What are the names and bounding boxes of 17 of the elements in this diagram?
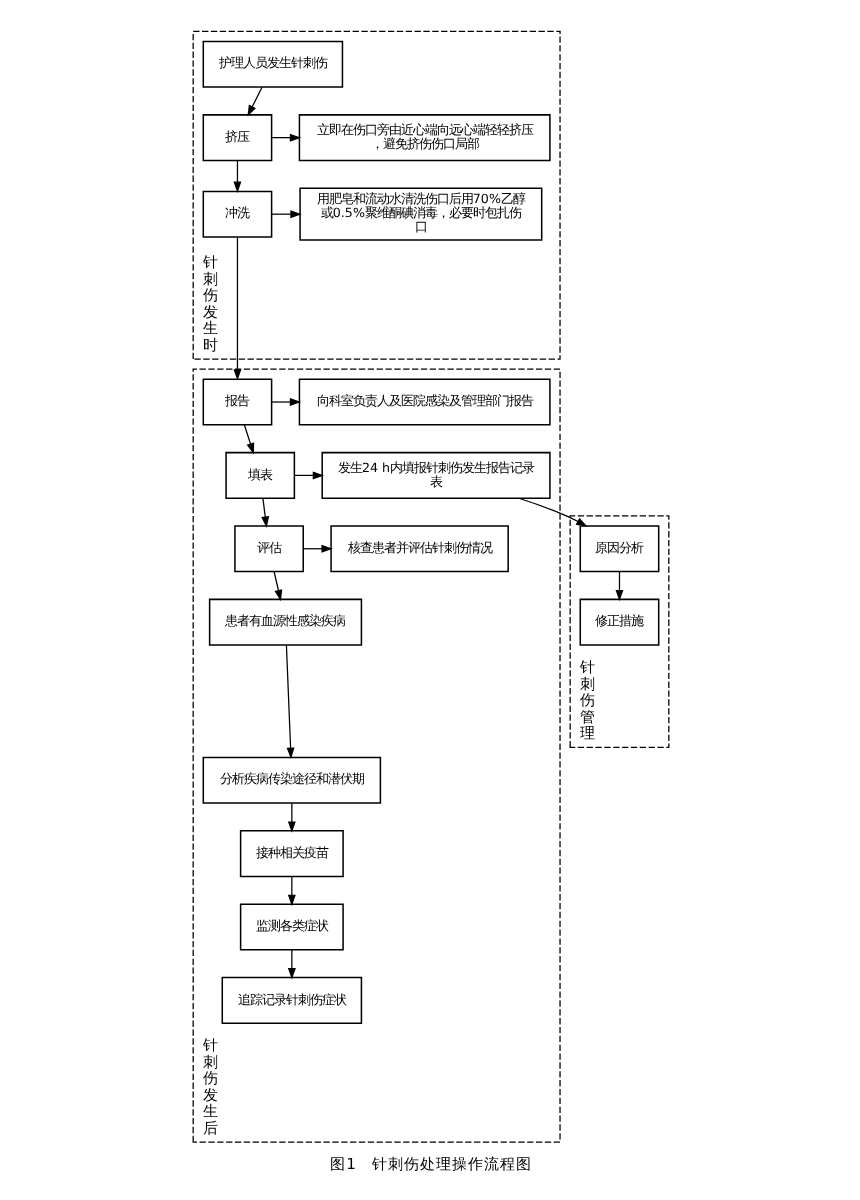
arrow xyxy=(246,86,262,117)
arrow xyxy=(614,571,623,602)
arrow xyxy=(517,497,587,527)
arrow xyxy=(272,571,282,602)
arrow xyxy=(270,210,301,219)
arrow xyxy=(286,949,295,980)
arrow xyxy=(232,236,241,381)
arrow xyxy=(270,133,301,142)
arrow xyxy=(270,398,301,406)
arrow xyxy=(292,471,324,480)
arrow xyxy=(232,160,241,193)
arrow xyxy=(286,802,295,833)
arrow xyxy=(260,497,269,528)
arrow xyxy=(302,544,332,553)
arrow xyxy=(242,424,254,455)
arrow xyxy=(284,644,294,759)
arrow xyxy=(286,875,295,907)
